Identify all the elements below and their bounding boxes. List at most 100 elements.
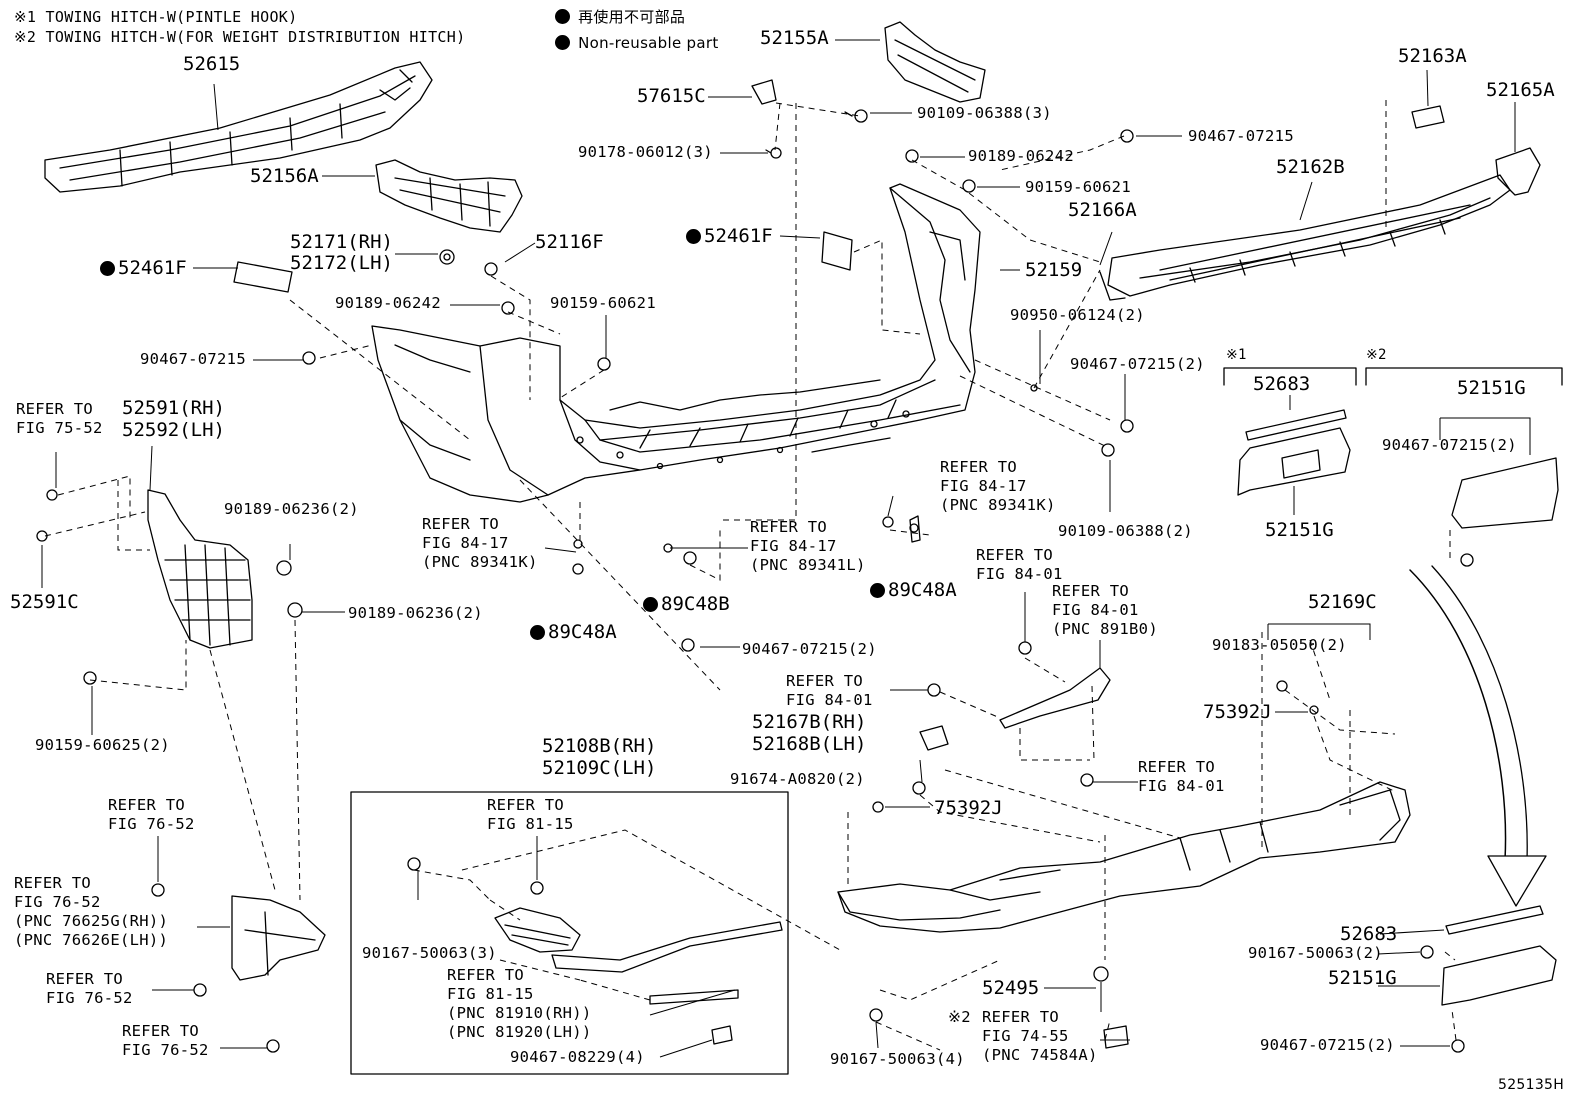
strip-52683-drawing <box>1245 409 1347 441</box>
part-52166a[interactable]: 52166A <box>1068 199 1137 221</box>
part-52163a[interactable]: 52163A <box>1398 45 1467 67</box>
part-90178-06012[interactable]: 90178-06012(3) <box>578 143 713 161</box>
part-89c48b-text: 89C48B <box>661 593 730 615</box>
part-90109-06388-3[interactable]: 90109-06388(3) <box>917 104 1052 122</box>
part-52167b-rh[interactable]: 52167B(RH) <box>752 711 867 733</box>
refer-fig-84-17-c[interactable]: REFER TO FIG 84-17 (PNC 89341K) <box>940 458 1056 514</box>
side-bracket-drawing <box>147 489 253 649</box>
part-90159-60621-a[interactable]: 90159-60621 <box>550 294 656 312</box>
step-pad-drawing <box>1099 174 1511 301</box>
part-89c48a-a[interactable]: 89C48A <box>530 622 617 643</box>
part-90189-06236-b[interactable]: 90189-06236(2) <box>348 604 483 622</box>
bumper-reinforcement-drawing <box>44 61 433 193</box>
part-90189-06236-a[interactable]: 90189-06236(2) <box>224 500 359 518</box>
bracket-52156a-drawing <box>375 159 523 233</box>
part-52165a[interactable]: 52165A <box>1486 79 1555 101</box>
part-90467-07215-2-a[interactable]: 90467-07215(2) <box>1070 355 1205 373</box>
part-89c48b[interactable]: 89C48B <box>643 594 730 615</box>
refer-fig-84-17-a[interactable]: REFER TO FIG 84-17 (PNC 89341K) <box>422 515 538 571</box>
label-plate-left-drawing <box>233 261 293 293</box>
note-pintle-hook: ※1 TOWING HITCH-W(PINTLE HOOK) <box>14 8 298 26</box>
part-90467-07215-2-c[interactable]: 90467-07215(2) <box>742 640 877 658</box>
legend-en-text: Non-reusable part <box>578 34 719 52</box>
part-90467-07215-2-b[interactable]: 90467-07215(2) <box>1382 436 1517 454</box>
legend-non-reusable-jp: 再使用不可部品 <box>555 8 685 27</box>
part-90167-50063-4[interactable]: 90167-50063(4) <box>830 1050 965 1068</box>
refer-fig-84-17-b[interactable]: REFER TO FIG 84-17 (PNC 89341L) <box>750 518 866 574</box>
part-90109-06388-2[interactable]: 90109-06388(2) <box>1058 522 1193 540</box>
refer-fig-76-52-b[interactable]: REFER TO FIG 76-52 (PNC 76625G(RH)) (PNC… <box>14 874 169 949</box>
part-52151g-a[interactable]: 52151G <box>1265 519 1334 541</box>
refer-fig-81-15-a[interactable]: REFER TO FIG 81-15 <box>487 796 574 833</box>
part-91674-a0820[interactable]: 91674-A0820(2) <box>730 770 865 788</box>
part-90159-60621-b[interactable]: 90159-60621 <box>1025 178 1131 196</box>
refer-fig-84-01-d[interactable]: REFER TO FIG 84-01 <box>1138 758 1225 795</box>
part-52615[interactable]: 52615 <box>183 53 241 75</box>
part-52683-a[interactable]: 52683 <box>1253 373 1311 395</box>
part-52592-lh[interactable]: 52592(LH) <box>122 419 225 441</box>
refer-fig-76-52-c[interactable]: REFER TO FIG 76-52 <box>46 970 133 1007</box>
bracket-52167b-drawing <box>999 667 1111 729</box>
part-89c48a-b-text: 89C48A <box>888 579 957 601</box>
note-weight-distribution-hitch: ※2 TOWING HITCH-W(FOR WEIGHT DISTRIBUTIO… <box>14 28 466 46</box>
non-reusable-dot-icon <box>870 583 885 598</box>
part-52461f-left[interactable]: 52461F <box>100 258 187 279</box>
part-52172-lh[interactable]: 52172(LH) <box>290 252 393 274</box>
refer-fig-76-52-d[interactable]: REFER TO FIG 76-52 <box>122 1022 209 1059</box>
part-75392j-a[interactable]: 75392J <box>934 797 1003 819</box>
legend-jp-text: 再使用不可部品 <box>578 8 686 26</box>
part-52591-rh[interactable]: 52591(RH) <box>122 397 225 419</box>
part-90183-05050[interactable]: 90183-05050(2) <box>1212 636 1347 654</box>
non-reusable-dot-icon <box>100 261 115 276</box>
refer-fig-81-15-b[interactable]: REFER TO FIG 81-15 (PNC 81910(RH)) (PNC … <box>447 966 592 1041</box>
part-90167-50063-2[interactable]: 90167-50063(2) <box>1248 944 1383 962</box>
part-52151g-b[interactable]: 52151G <box>1457 377 1526 399</box>
variant-mark-1: ※1 <box>1226 347 1247 363</box>
part-52151g-c[interactable]: 52151G <box>1328 967 1397 989</box>
part-90159-60625[interactable]: 90159-60625(2) <box>35 736 170 754</box>
part-52156a[interactable]: 52156A <box>250 165 319 187</box>
part-52108b-rh[interactable]: 52108B(RH) <box>542 735 657 757</box>
part-52116f[interactable]: 52116F <box>535 231 604 253</box>
part-52168b-lh[interactable]: 52168B(LH) <box>752 733 867 755</box>
part-90189-06242-a[interactable]: 90189-06242 <box>335 294 441 312</box>
part-90467-07215-2-d[interactable]: 90467-07215(2) <box>1260 1036 1395 1054</box>
variant-arrow <box>1409 569 1507 861</box>
refer-fig-75-52[interactable]: REFER TO FIG 75-52 <box>16 400 103 437</box>
part-52155a[interactable]: 52155A <box>760 27 829 49</box>
refer-fig-84-01-a[interactable]: REFER TO FIG 84-01 <box>976 546 1063 583</box>
part-90467-08229[interactable]: 90467-08229(4) <box>510 1048 645 1066</box>
part-90467-07215-a[interactable]: 90467-07215 <box>140 350 246 368</box>
variant-mark-2: ※2 <box>1366 347 1387 363</box>
label-plate-mid-drawing <box>821 231 853 271</box>
part-75392j-b[interactable]: 75392J <box>1203 701 1272 723</box>
bracket-52155a-drawing <box>884 21 986 103</box>
part-90189-06242-b[interactable]: 90189-06242 <box>968 147 1074 165</box>
part-52159[interactable]: 52159 <box>1025 259 1083 281</box>
part-52162b[interactable]: 52162B <box>1276 156 1345 178</box>
plate-52163a-drawing <box>1411 105 1445 129</box>
lower-bumper-drawing <box>837 781 1411 933</box>
part-52683-b[interactable]: 52683 <box>1340 923 1398 945</box>
part-89c48a-a-text: 89C48A <box>548 621 617 643</box>
end-cap-drawing <box>1495 147 1541 196</box>
part-89c48a-b[interactable]: 89C48A <box>870 580 957 601</box>
part-57615c[interactable]: 57615C <box>637 85 706 107</box>
part-90950-06124[interactable]: 90950-06124(2) <box>1010 306 1145 324</box>
refer-fig-76-52-a[interactable]: REFER TO FIG 76-52 <box>108 796 195 833</box>
part-52495[interactable]: 52495 <box>982 977 1040 999</box>
part-52591c[interactable]: 52591C <box>10 591 79 613</box>
part-52171-rh[interactable]: 52171(RH) <box>290 231 393 253</box>
part-90167-50063-3[interactable]: 90167-50063(3) <box>362 944 497 962</box>
variant1-frame <box>1223 367 1357 386</box>
refer-fig-74-55[interactable]: REFER TO FIG 74-55 (PNC 74584A) <box>982 1008 1098 1064</box>
bracket-75392j-drawing <box>919 725 949 751</box>
part-52169c[interactable]: 52169C <box>1308 591 1377 613</box>
refer-fig-84-01-c[interactable]: REFER TO FIG 84-01 <box>786 672 873 709</box>
part-52461f-mid[interactable]: 52461F <box>686 226 773 247</box>
refer-fig-84-01-b[interactable]: REFER TO FIG 84-01 (PNC 891B0) <box>1052 582 1158 638</box>
part-90467-07215-b[interactable]: 90467-07215 <box>1188 127 1294 145</box>
cover-52151g-b-drawing <box>1451 457 1559 529</box>
part-52109c-lh[interactable]: 52109C(LH) <box>542 757 657 779</box>
